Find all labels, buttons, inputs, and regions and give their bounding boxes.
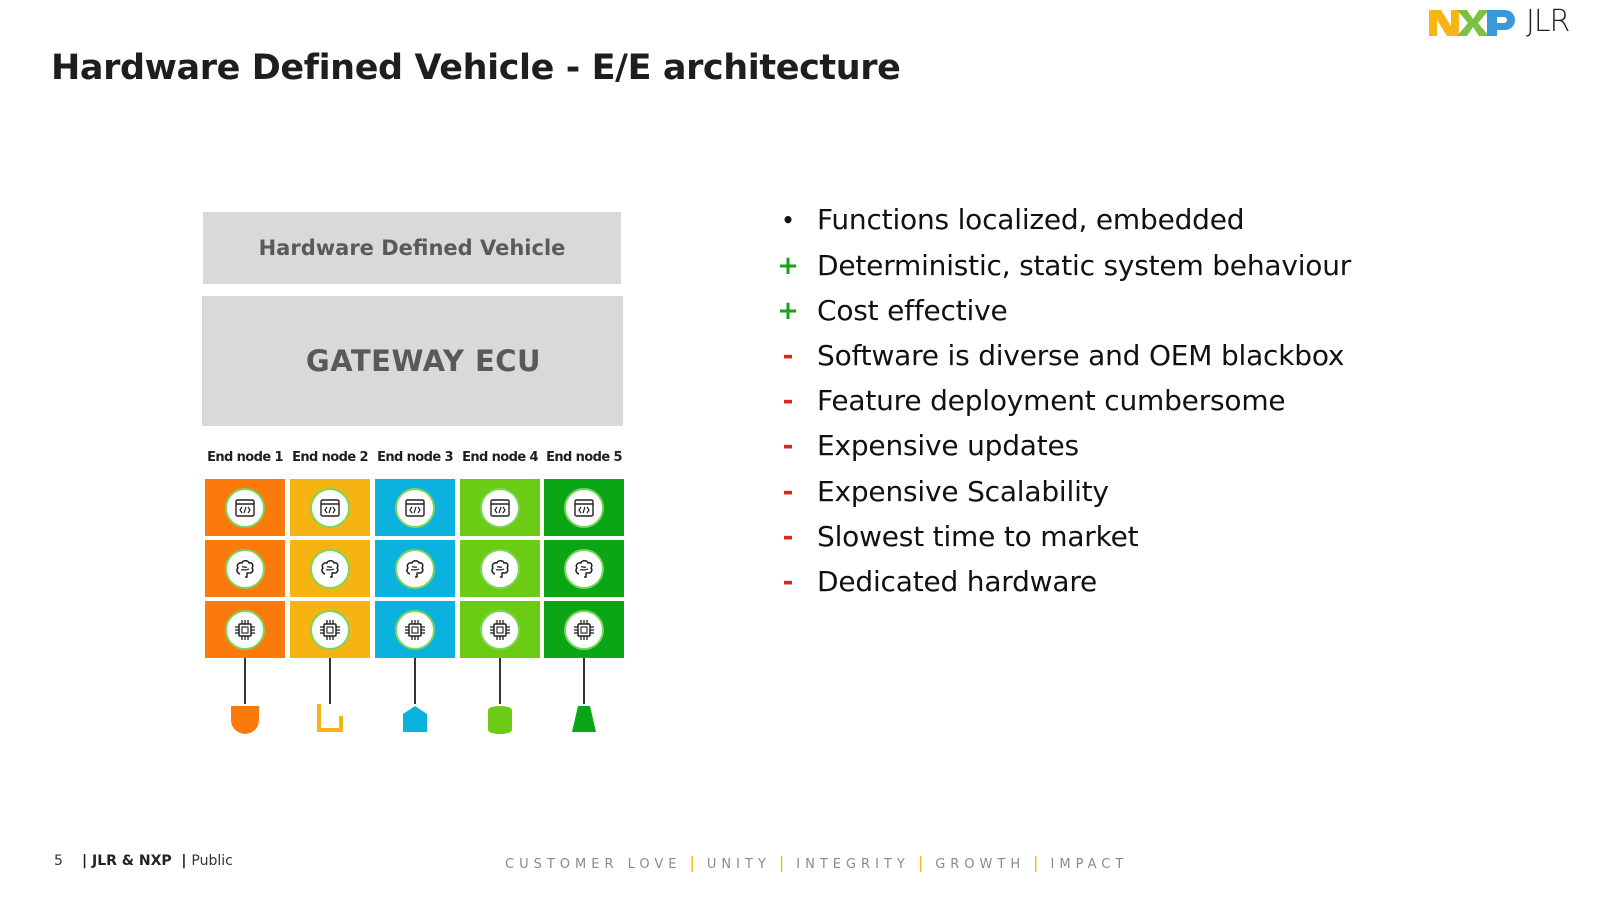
actuator-icon: [488, 706, 512, 734]
connection-wire: [583, 658, 585, 704]
con-marker: -: [782, 341, 794, 371]
bullet-text: Functions localized, embedded: [817, 203, 1245, 236]
chip-icon: [310, 609, 350, 650]
company-value: UNITY: [706, 857, 771, 872]
bullet-text: Deterministic, static system behaviour: [817, 249, 1352, 282]
code-window-icon: [480, 487, 520, 528]
footer-org: | JLR & NXP | Public: [82, 853, 233, 869]
code-window-icon: [564, 487, 604, 528]
end-node-cell: [290, 479, 370, 536]
footer-separator: |: [82, 853, 92, 869]
pro-marker: +: [777, 296, 799, 326]
brain-icon: [395, 548, 435, 589]
bullet-text: Dedicated hardware: [817, 565, 1098, 598]
neutral-marker: •: [781, 208, 795, 232]
con-marker: -: [782, 431, 794, 461]
connection-wire: [499, 658, 501, 704]
footer-org-name: JLR & NXP: [92, 853, 172, 869]
end-node-cell: [375, 540, 455, 597]
end-node-1: End node 1: [205, 450, 285, 734]
code-window-icon: [395, 487, 435, 528]
code-window-icon: [310, 487, 350, 528]
end-node-cell: [290, 540, 370, 597]
end-node-cell: [460, 479, 540, 536]
value-separator: |: [917, 853, 924, 872]
company-value: INTEGRITY: [796, 857, 910, 872]
company-values: CUSTOMER LOVE | UNITY | INTEGRITY | GROWTH | IMP…: [505, 853, 1128, 872]
bullet-text: Expensive updates: [817, 429, 1079, 462]
con-marker: -: [782, 477, 794, 507]
bullet-text: Expensive Scalability: [817, 475, 1109, 508]
connection-wire: [244, 658, 246, 704]
end-node-cell: [205, 540, 285, 597]
value-separator: |: [778, 853, 785, 872]
gateway-ecu-box: GATEWAY ECU: [202, 296, 623, 426]
con-marker: -: [782, 522, 794, 552]
pro-marker: +: [777, 251, 799, 281]
company-value: IMPACT: [1050, 857, 1129, 872]
end-node-cell: [544, 540, 624, 597]
brain-icon: [225, 548, 265, 589]
value-separator: |: [1033, 853, 1039, 872]
end-node-cell: [544, 479, 624, 536]
end-node-cell: [290, 601, 370, 658]
end-node-label: End node 3: [377, 450, 453, 465]
actuator-icon: [317, 704, 343, 732]
page-number: 5: [54, 853, 63, 869]
footer-separator: |: [176, 853, 192, 869]
end-node-cell: [205, 479, 285, 536]
value-separator: |: [689, 853, 695, 872]
end-node-label: End node 4: [462, 450, 538, 465]
actuator-icon: [572, 706, 596, 732]
company-value: GROWTH: [935, 857, 1026, 872]
brain-icon: [480, 548, 520, 589]
end-node-cell: [544, 601, 624, 658]
actuator-icon: [403, 706, 427, 732]
end-node-2: End node 2: [290, 450, 370, 732]
jlr-logo: JLR: [1526, 4, 1570, 39]
end-node-cell: [205, 601, 285, 658]
con-marker: -: [782, 386, 794, 416]
connection-wire: [414, 658, 416, 704]
end-node-label: End node 2: [292, 450, 368, 465]
bullet-text: Software is diverse and OEM blackbox: [817, 339, 1345, 372]
chip-icon: [225, 609, 265, 650]
footer-classification: Public: [191, 853, 233, 869]
end-node-label: End node 5: [546, 450, 622, 465]
chip-icon: [480, 609, 520, 650]
end-node-5: End node 5: [544, 450, 624, 732]
chip-icon: [395, 609, 435, 650]
end-node-label: End node 1: [207, 450, 283, 465]
company-value: CUSTOMER LOVE: [505, 857, 682, 872]
code-window-icon: [225, 487, 265, 528]
hardware-defined-vehicle-box: Hardware Defined Vehicle: [203, 212, 621, 284]
end-node-3: End node 3: [375, 450, 455, 732]
bullet-text: Slowest time to market: [817, 520, 1139, 553]
connection-wire: [329, 658, 331, 704]
page-title: Hardware Defined Vehicle - E/E architect…: [51, 48, 901, 88]
brain-icon: [310, 548, 350, 589]
end-node-4: End node 4: [460, 450, 540, 734]
end-node-cell: [460, 540, 540, 597]
actuator-icon: [231, 706, 259, 734]
nxp-logo: [1429, 10, 1515, 36]
bullet-text: Cost effective: [817, 294, 1008, 327]
end-node-cell: [460, 601, 540, 658]
bullet-text: Feature deployment cumbersome: [817, 384, 1286, 417]
end-node-cell: [375, 479, 455, 536]
brain-icon: [564, 548, 604, 589]
end-node-cell: [375, 601, 455, 658]
con-marker: -: [782, 567, 794, 597]
chip-icon: [564, 609, 604, 650]
